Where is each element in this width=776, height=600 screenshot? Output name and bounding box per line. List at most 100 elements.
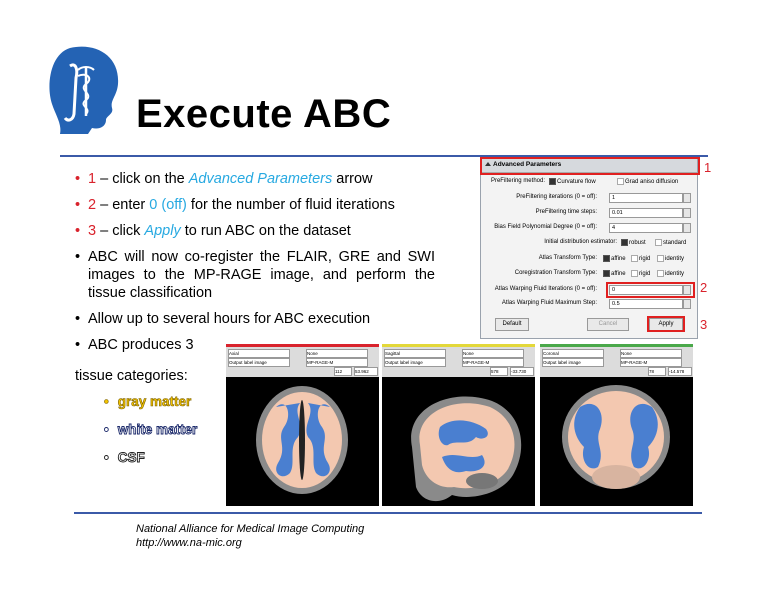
slice-number: 112 <box>334 367 352 376</box>
callout-2: 2 <box>700 280 708 295</box>
default-button[interactable]: Default <box>495 318 529 331</box>
label-select[interactable]: Output label image <box>384 358 446 367</box>
page-title: Execute ABC <box>136 92 392 136</box>
highlight-box-advanced <box>480 157 700 175</box>
prefilter-curvature-radio[interactable]: Curvature flow <box>549 178 596 185</box>
bullet-text: Allow up to several hours for ABC execut… <box>88 311 371 327</box>
view-select[interactable]: Sagittal <box>384 349 446 358</box>
fluid-iterations-label: Atlas Warping Fluid Iterations (0 = off)… <box>494 286 597 292</box>
view-select[interactable]: Coronal <box>542 349 604 358</box>
coregistration-transform-label: Coregistration Transform Type: <box>514 270 597 276</box>
viewer-axial[interactable]: Axial None Output label image MP-RAGE-M … <box>226 344 379 506</box>
sub-bullet-csf: • CSF <box>104 450 146 466</box>
init-dist-standard-radio[interactable]: standard <box>655 239 686 246</box>
background-select[interactable]: MP-RAGE-M <box>462 358 524 367</box>
prefilter-grad-aniso-radio[interactable]: Grad aniso diffusion <box>617 178 678 185</box>
step-number: 2 <box>88 197 97 213</box>
step-number: 1 <box>88 171 97 187</box>
footer-url: http://www.na-mic.org <box>136 537 242 549</box>
initial-distribution-label: Initial distribution estimator: <box>544 239 617 245</box>
label-select[interactable]: Output label image <box>542 358 604 367</box>
viewer-coronal[interactable]: Coronal None Output label image MP-RAGE-… <box>540 344 693 506</box>
highlight-box-fluid-iterations <box>606 282 695 298</box>
viewer-toolbar: Axial None Output label image MP-RAGE-M … <box>226 344 379 377</box>
viewer-color-bar <box>382 344 535 347</box>
bias-field-degree-input[interactable]: 4 <box>609 223 683 233</box>
axial-brain-image <box>256 386 348 494</box>
sub-bullet-gray-matter: • gray matter <box>104 394 192 410</box>
coronal-brain-image <box>562 385 670 489</box>
spinner-icon[interactable] <box>683 223 691 233</box>
footer-organization: National Alliance for Medical Image Comp… <box>136 523 365 535</box>
namic-head-logo-icon <box>49 46 119 134</box>
label-select[interactable]: Output label image <box>228 358 290 367</box>
slice-number: 78 <box>648 367 666 376</box>
spinner-icon[interactable] <box>683 193 691 203</box>
highlight-apply: Apply <box>144 223 181 239</box>
slice-number: 578 <box>490 367 508 376</box>
bullet-text: – click on the <box>96 171 189 187</box>
spinner-icon[interactable] <box>683 285 691 295</box>
spinner-icon[interactable] <box>683 299 691 309</box>
option-label: affine <box>611 271 626 278</box>
bullet-text: arrow <box>332 171 373 187</box>
sub-bullet-text: white matter <box>117 422 198 438</box>
option-label: Curvature flow <box>557 179 596 186</box>
option-label: robust <box>629 240 646 247</box>
fluid-max-step-label: Atlas Warping Fluid Maximum Step: <box>501 300 597 306</box>
header-divider <box>60 155 708 157</box>
highlight-box-apply <box>647 316 685 332</box>
slice-coord: 53.962 <box>354 367 378 376</box>
bullet-5: • Allow up to several hours for ABC exec… <box>75 311 371 327</box>
viewer-color-bar <box>540 344 693 347</box>
bias-field-degree-label: Bias Field Polynomial Degree (0 = off): <box>494 224 597 230</box>
bullet-text: ABC produces 3 <box>88 337 194 353</box>
sub-bullet-text: CSF <box>117 450 145 466</box>
sagittal-brain-image <box>411 396 522 502</box>
view-select[interactable]: Axial <box>228 349 290 358</box>
bullet-text: ABC will now co-register the FLAIR, GRE … <box>88 249 435 301</box>
cancel-button[interactable]: Cancel <box>587 318 629 331</box>
foreground-select[interactable]: None <box>462 349 524 358</box>
atlas-tf-identity-radio[interactable]: identity <box>657 255 684 262</box>
foreground-select[interactable]: None <box>306 349 368 358</box>
bullet-6: • ABC produces 3 <box>75 337 194 353</box>
coreg-tf-rigid-radio[interactable]: rigid <box>631 270 650 277</box>
bullet-4: • ABC will now co-register the FLAIR, GR… <box>75 249 435 301</box>
coreg-tf-identity-radio[interactable]: identity <box>657 270 684 277</box>
footer: National Alliance for Medical Image Comp… <box>136 522 364 550</box>
background-select[interactable]: MP-RAGE-M <box>620 358 682 367</box>
viewer-toolbar: Sagittal None Output label image MP-RAGE… <box>382 344 535 377</box>
slice-coord: -14.578 <box>668 367 692 376</box>
bullet-6-continuation: tissue categories: <box>75 368 188 384</box>
background-select[interactable]: MP-RAGE-M <box>306 358 368 367</box>
prefilter-iterations-label: PreFiltering iterations (0 = off): <box>516 194 597 200</box>
prefilter-iterations-input[interactable]: 1 <box>609 193 683 203</box>
highlight-zero-off: 0 (off) <box>149 197 187 213</box>
collapse-arrow-icon[interactable] <box>485 162 491 166</box>
fluid-iterations-input[interactable]: 0 <box>609 285 683 295</box>
bullet-text: to run ABC on the dataset <box>180 223 351 239</box>
atlas-transform-label: Atlas Transform Type: <box>538 255 597 261</box>
option-label: identity <box>665 256 685 263</box>
prefilter-time-steps-input[interactable]: 0.01 <box>609 208 683 218</box>
spinner-icon[interactable] <box>683 208 691 218</box>
advanced-parameters-header[interactable]: Advanced Parameters <box>481 158 697 173</box>
step-number: 3 <box>88 223 97 239</box>
init-dist-robust-radio[interactable]: robust <box>621 239 646 246</box>
viewer-toolbar: Coronal None Output label image MP-RAGE-… <box>540 344 693 377</box>
atlas-tf-affine-radio[interactable]: affine <box>603 255 626 262</box>
atlas-tf-rigid-radio[interactable]: rigid <box>631 255 650 262</box>
viewer-sagittal[interactable]: Sagittal None Output label image MP-RAGE… <box>382 344 535 506</box>
option-label: affine <box>611 256 626 263</box>
coreg-tf-affine-radio[interactable]: affine <box>603 270 626 277</box>
fluid-max-step-input[interactable]: 0.5 <box>609 299 683 309</box>
bullet-1: • 1 – click on the Advanced Parameters a… <box>75 171 373 187</box>
bullet-3: • 3 – click Apply to run ABC on the data… <box>75 223 351 239</box>
callout-3: 3 <box>700 317 708 332</box>
option-label: standard <box>663 240 687 247</box>
option-label: identity <box>665 271 685 278</box>
foreground-select[interactable]: None <box>620 349 682 358</box>
bullet-2: • 2 – enter 0 (off) for the number of fl… <box>75 197 395 213</box>
advanced-parameters-panel: Advanced Parameters PreFiltering method:… <box>480 157 698 339</box>
